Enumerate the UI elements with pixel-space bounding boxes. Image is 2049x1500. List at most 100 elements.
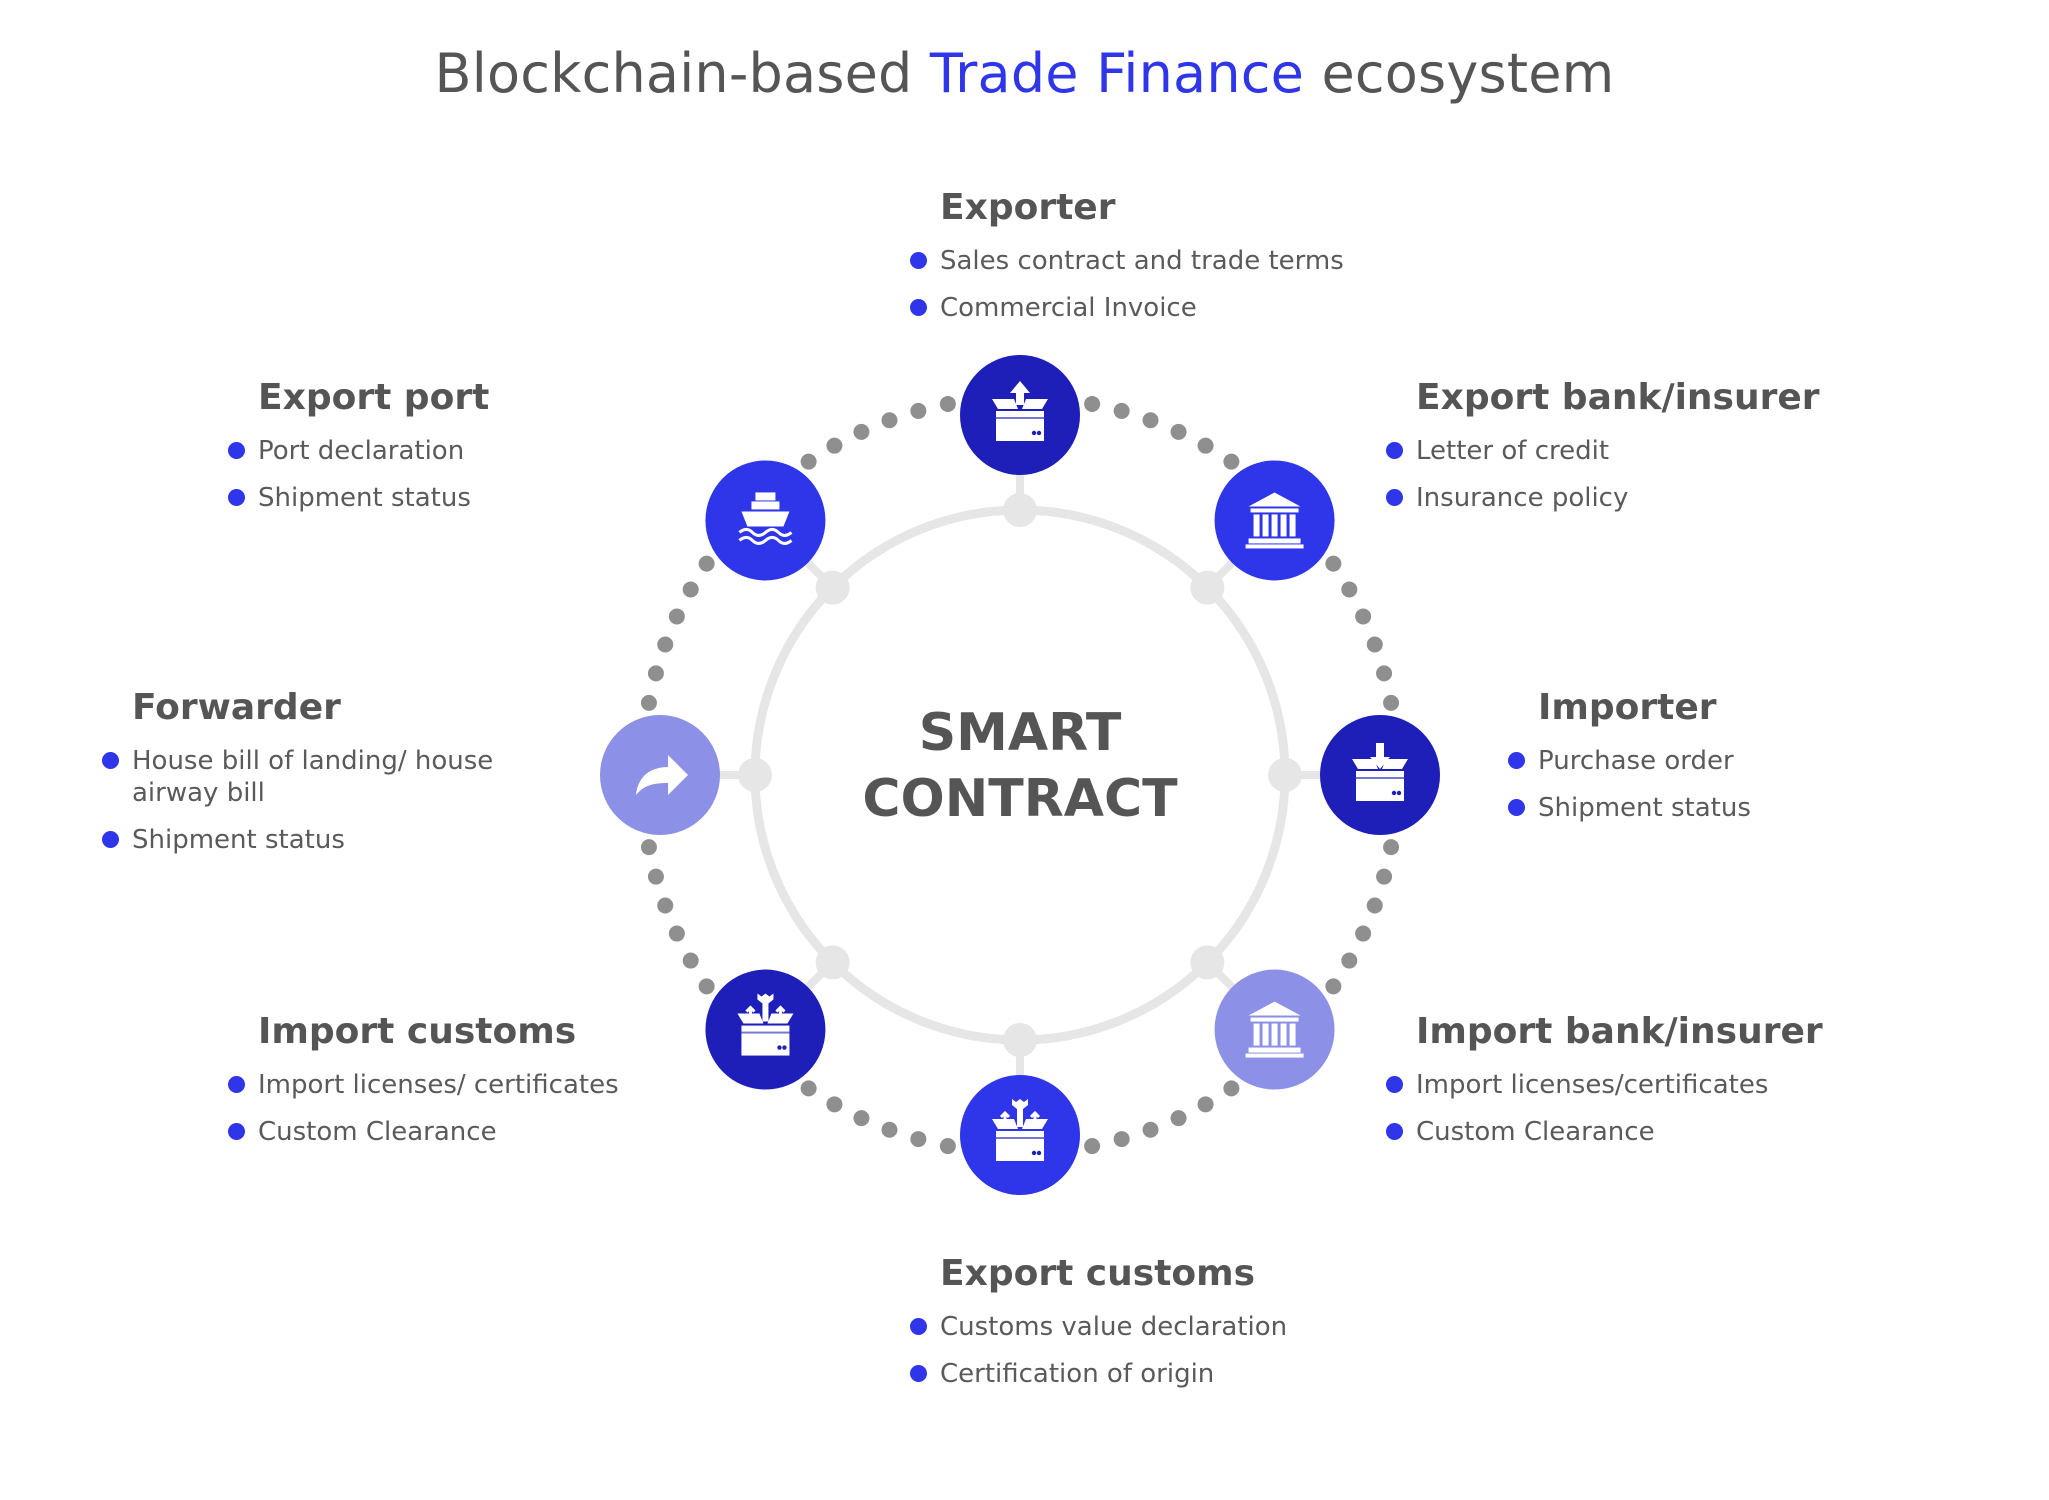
ring-dot — [1355, 925, 1372, 942]
importer-block: Importer Purchase order Shipment status — [1506, 686, 1751, 824]
bullet-icon — [1386, 442, 1403, 459]
outer-dotted-ring — [640, 395, 1400, 1155]
import-bank-node — [1214, 969, 1335, 1090]
exporter-heading: Exporter — [940, 187, 1116, 228]
bullet-icon — [1508, 752, 1525, 769]
ring-dot — [1376, 665, 1393, 682]
ring-dot — [1355, 608, 1372, 625]
box-tools-icon — [737, 993, 794, 1056]
ring-dot — [910, 1131, 927, 1148]
ring-dot — [1366, 636, 1383, 653]
bullet-icon — [910, 299, 927, 316]
export-customs-item: Certification of origin — [908, 1358, 1287, 1390]
bank-icon — [1245, 492, 1304, 549]
export-customs-heading: Export customs — [940, 1253, 1256, 1294]
exporter-item: Sales contract and trade terms — [908, 245, 1344, 277]
ring-dot — [1084, 1138, 1101, 1155]
export-bank-node — [1214, 460, 1335, 581]
ring-dot — [1142, 412, 1159, 429]
ring-dot — [1170, 423, 1187, 440]
ring-dot — [881, 412, 898, 429]
bullet-icon — [910, 1365, 927, 1382]
ring-dot — [1197, 1096, 1214, 1113]
bullet-icon — [228, 442, 245, 459]
export-port-block: Export port Port declaration Shipment st… — [226, 376, 489, 514]
ring-dot — [1113, 1131, 1130, 1148]
participant-nodes — [600, 355, 1440, 1195]
bullet-icon — [1386, 1123, 1403, 1140]
title-highlight: Trade Finance — [929, 42, 1305, 105]
importer-heading: Importer — [1538, 687, 1717, 728]
ring-dot — [698, 555, 715, 572]
export-bank-heading: Export bank/insurer — [1416, 377, 1820, 418]
export-port-item: Shipment status — [226, 482, 489, 514]
ring-dot — [939, 395, 956, 412]
exporter-node — [960, 355, 1080, 475]
ship-icon — [738, 492, 793, 545]
export-port-heading: Export port — [258, 377, 490, 418]
ring-dot — [698, 978, 715, 995]
ring-dot — [800, 1080, 817, 1097]
box-tools-icon — [992, 1099, 1048, 1161]
connector-joint — [1190, 570, 1225, 605]
import-bank-heading: Import bank/insurer — [1416, 1011, 1823, 1052]
export-bank-block: Export bank/insurer Letter of credit Ins… — [1384, 376, 1820, 514]
share-arrow-icon — [636, 755, 688, 795]
export-bank-item: Letter of credit — [1384, 435, 1820, 467]
ring-dot — [853, 423, 870, 440]
export-customs-node — [960, 1075, 1080, 1195]
ring-dot — [1341, 952, 1358, 969]
smart-contract-line1: SMART — [918, 703, 1122, 763]
bullet-icon — [1386, 489, 1403, 506]
ring-dot — [1223, 1080, 1240, 1097]
connector-joint — [1190, 945, 1225, 980]
ring-dot — [657, 636, 674, 653]
export-port-node — [705, 460, 826, 581]
ring-dot — [1376, 868, 1393, 885]
connector-joint — [1003, 1023, 1037, 1057]
ring-dot — [1366, 897, 1383, 914]
bullet-icon — [228, 1076, 245, 1093]
bullet-icon — [228, 489, 245, 506]
ring-dot — [1383, 839, 1400, 856]
ring-dot — [640, 839, 657, 856]
export-customs-item: Customs value declaration — [908, 1311, 1287, 1343]
smart-contract-label: SMART CONTRACT — [770, 700, 1270, 832]
connector-joint — [815, 570, 850, 605]
ring-dot — [1325, 555, 1342, 572]
import-customs-node — [705, 969, 826, 1090]
export-bank-item: Insurance policy — [1384, 482, 1820, 514]
ring-dot — [910, 402, 927, 419]
import-customs-item: Custom Clearance — [226, 1116, 619, 1148]
ring-dot — [668, 925, 685, 942]
title-prefix: Blockchain-based — [434, 42, 930, 105]
bullet-icon — [228, 1123, 245, 1140]
bullet-icon — [102, 752, 119, 769]
export-port-item: Port declaration — [226, 435, 489, 467]
page-title: Blockchain-based Trade Finance ecosystem — [0, 42, 2049, 105]
ring-dot — [1113, 402, 1130, 419]
importer-node — [1320, 715, 1440, 835]
ring-dot — [1170, 1110, 1187, 1127]
ring-dot — [647, 868, 664, 885]
forwarder-node — [600, 715, 720, 835]
import-bank-block: Import bank/insurer Import licenses/cert… — [1384, 1010, 1823, 1148]
import-customs-block: Import customs Import licenses/ certific… — [226, 1010, 619, 1148]
forwarder-item: Shipment status — [100, 824, 493, 856]
ring-dot — [1223, 453, 1240, 470]
import-customs-item: Import licenses/ certificates — [226, 1069, 619, 1101]
import-bank-item: Import licenses/certificates — [1384, 1069, 1823, 1101]
connector-joint — [1003, 493, 1037, 527]
ring-dot — [1341, 581, 1358, 598]
bullet-icon — [102, 831, 119, 848]
ring-dot — [881, 1121, 898, 1138]
bank-icon — [1245, 1001, 1304, 1058]
connector-joint — [1268, 758, 1302, 792]
smart-contract-line2: CONTRACT — [862, 769, 1178, 829]
export-customs-block: Export customs Customs value declaration… — [908, 1252, 1287, 1390]
connector-joint — [815, 945, 850, 980]
ring-dot — [1142, 1121, 1159, 1138]
